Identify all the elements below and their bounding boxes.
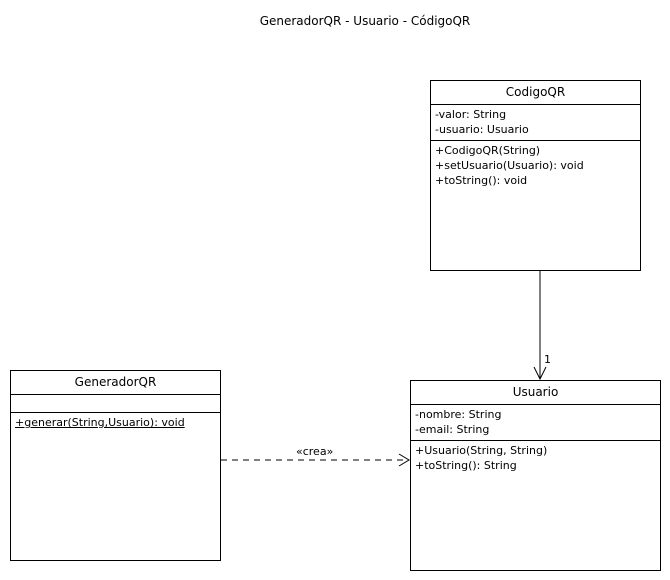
class-usuario-name: Usuario (411, 381, 660, 405)
dependency-stereotype: «crea» (296, 445, 334, 458)
dependency-arrowhead (398, 453, 410, 467)
association-multiplicity: 1 (544, 353, 551, 366)
class-codigoqr-attributes: -valor: String -usuario: Usuario (431, 105, 640, 141)
attribute: -valor: String (435, 108, 507, 121)
class-codigoqr-operations: +CodigoQR(String) +setUsuario(Usuario): … (431, 141, 640, 190)
operation: +CodigoQR(String) (435, 144, 541, 157)
operation: +setUsuario(Usuario): void (435, 159, 584, 172)
class-codigoqr-name: CodigoQR (431, 81, 640, 105)
attribute: -nombre: String (415, 408, 502, 421)
association-arrowhead (533, 366, 547, 381)
class-usuario-operations: +Usuario(String, String) +toString(): St… (411, 441, 660, 475)
class-generadorqr[interactable]: GeneradorQR +generar(String,Usuario): vo… (10, 370, 221, 561)
attribute: -email: String (415, 423, 490, 436)
class-usuario[interactable]: Usuario -nombre: String -email: String +… (410, 380, 661, 571)
class-generadorqr-name: GeneradorQR (11, 371, 220, 395)
class-generadorqr-operations: +generar(String,Usuario): void (11, 413, 220, 432)
attribute: -usuario: Usuario (435, 123, 529, 136)
operation: +generar(String,Usuario): void (15, 416, 185, 429)
diagram-title: GeneradorQR - Usuario - CódigoQR (259, 14, 471, 28)
operation: +Usuario(String, String) (415, 444, 548, 457)
class-usuario-attributes: -nombre: String -email: String (411, 405, 660, 441)
class-codigoqr[interactable]: CodigoQR -valor: String -usuario: Usuari… (430, 80, 641, 271)
dependency-generadorqr-usuario[interactable] (221, 453, 410, 467)
operation: +toString(): void (435, 174, 528, 187)
class-generadorqr-attributes (11, 395, 220, 413)
association-codigoqr-usuario[interactable] (533, 271, 547, 381)
operation: +toString(): String (415, 459, 517, 472)
